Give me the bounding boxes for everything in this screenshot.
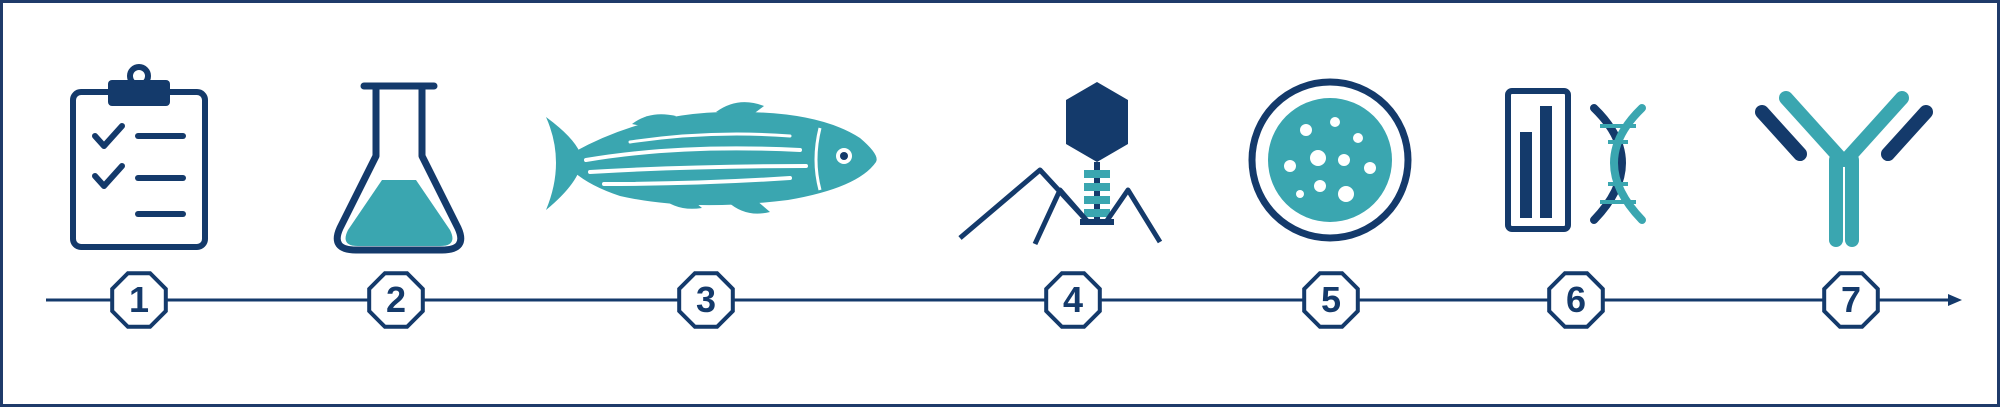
zebrafish-icon bbox=[546, 102, 877, 214]
clipboard-checklist-icon bbox=[70, 64, 208, 250]
step-markers bbox=[110, 271, 1880, 329]
bacteriophage-icon bbox=[958, 82, 1163, 246]
erlenmeyer-flask-icon bbox=[333, 82, 465, 254]
antibody-icon bbox=[1755, 91, 1933, 247]
timeline-arrowhead bbox=[1948, 294, 1962, 306]
bar-chart-dna-icon bbox=[1505, 88, 1646, 232]
step-marker-3 bbox=[677, 271, 735, 329]
step-marker-7 bbox=[1822, 271, 1880, 329]
step-marker-4 bbox=[1044, 271, 1102, 329]
step-marker-6 bbox=[1547, 271, 1605, 329]
step-marker-2 bbox=[367, 271, 425, 329]
step-marker-1 bbox=[110, 271, 168, 329]
petri-dish-icon bbox=[1248, 78, 1412, 242]
step-marker-5 bbox=[1302, 271, 1360, 329]
